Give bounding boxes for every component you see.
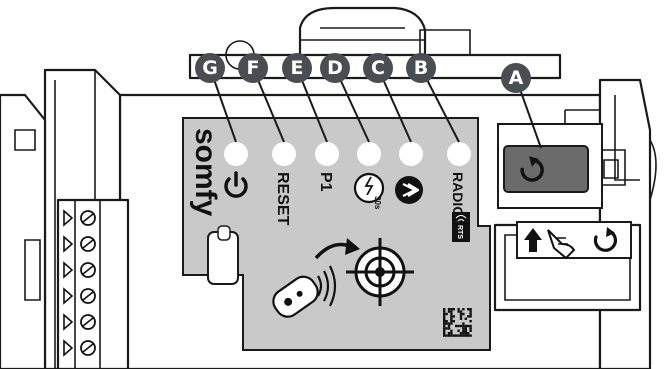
timer-label: 30s	[373, 196, 382, 210]
datamatrix-code-icon	[443, 308, 472, 337]
cycle-icon	[520, 156, 544, 182]
callout-d: D	[320, 53, 350, 83]
reset-label: RESET	[274, 172, 291, 226]
power-icon	[224, 171, 248, 198]
terminal-marker	[63, 339, 74, 357]
timer-30s-icon: 30s	[353, 172, 385, 210]
led-radio	[447, 142, 471, 166]
callout-f: F	[238, 53, 268, 83]
brand-logo: somfy	[189, 128, 222, 217]
callout-g: G	[195, 53, 225, 83]
led-power	[224, 142, 248, 166]
p1-label: P1	[317, 172, 334, 192]
radio-symbol-icon	[395, 176, 423, 204]
led-radio-symbol	[399, 142, 423, 166]
terminal-marker	[63, 287, 74, 305]
cycle-button[interactable]	[503, 145, 589, 193]
led-timer	[357, 142, 381, 166]
cycle-icon-small	[593, 227, 618, 252]
target-icon	[346, 238, 414, 306]
callout-a-letter: A	[509, 67, 524, 89]
signal-waves-icon	[317, 265, 337, 307]
hand-press-icon	[547, 229, 576, 260]
instruction-strip	[516, 221, 632, 260]
callout-f-letter: F	[247, 57, 260, 79]
led-p1	[315, 142, 339, 166]
terminal-screws	[63, 209, 96, 357]
callout-b: B	[406, 53, 436, 83]
callout-b-letter: B	[414, 57, 428, 79]
led-row	[224, 142, 471, 166]
rts-badge: RTS	[452, 212, 470, 242]
led-reset	[272, 142, 296, 166]
callout-a: A	[501, 63, 531, 93]
rocker-switch	[207, 225, 239, 285]
curved-arrow-icon	[314, 238, 360, 260]
label-panel	[182, 117, 491, 351]
callout-c: C	[363, 53, 393, 83]
terminal-marker	[63, 313, 74, 331]
callout-e: E	[282, 53, 312, 83]
rts-label: RTS	[456, 225, 463, 239]
remote-control-icon	[272, 275, 319, 318]
callout-e-letter: E	[291, 57, 304, 79]
terminal-marker	[63, 235, 74, 253]
arrow-up-icon	[524, 228, 542, 252]
terminal-marker	[63, 261, 74, 279]
callout-d-letter: D	[327, 57, 343, 79]
terminal-marker	[63, 209, 74, 227]
callout-g-letter: G	[202, 57, 218, 79]
callout-c-letter: C	[371, 57, 385, 79]
radio-label: RADIO	[450, 172, 466, 217]
